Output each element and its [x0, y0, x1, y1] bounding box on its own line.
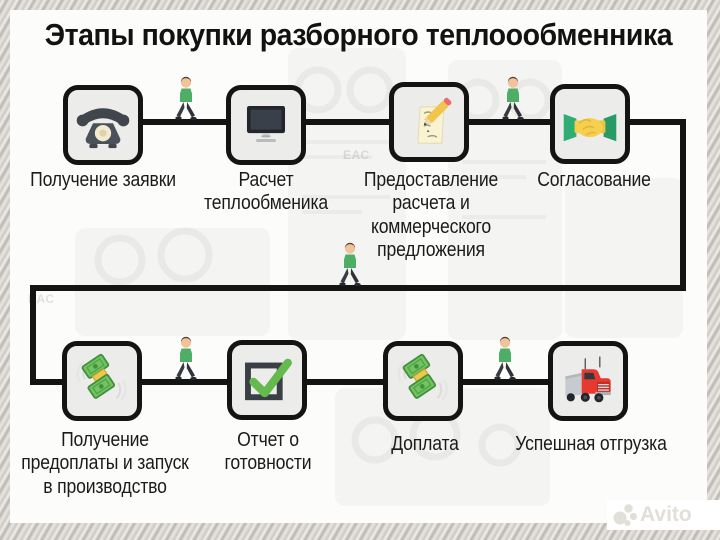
avito-wordmark: Avito	[640, 503, 692, 526]
step-box-4	[550, 84, 630, 164]
truck-icon	[565, 356, 611, 403]
step-box-1	[63, 85, 143, 165]
avito-logo-icon	[613, 504, 638, 526]
flow-line-row2	[30, 379, 590, 385]
money-icon	[397, 353, 448, 401]
walking-person-icon	[175, 76, 197, 121]
step-box-7	[383, 341, 463, 421]
phone-icon	[76, 108, 130, 149]
step-box-6	[227, 340, 307, 420]
money-icon	[76, 353, 127, 401]
walking-person-icon	[502, 76, 524, 121]
ghost-eac-text: ЕАС	[343, 148, 370, 162]
step-label-1: Получение заявки	[30, 169, 176, 191]
avito-watermark: Avito	[607, 500, 720, 530]
step-label-4: Согласование	[537, 169, 651, 191]
handshake-icon	[563, 114, 617, 142]
walking-person-icon	[339, 242, 361, 287]
ghost-photos-layer	[75, 48, 683, 506]
step-label-6: Отчет о готовности	[224, 429, 312, 475]
step-box-2	[226, 85, 306, 165]
memo-pencil-icon	[417, 97, 452, 144]
diagram-title: Этапы покупки разборного теплоообменника	[44, 17, 673, 52]
step-box-8	[548, 341, 628, 421]
step-label-2: Расчет теплообменика	[204, 169, 328, 215]
step-label-5: Получение предоплаты и запуск в производ…	[21, 429, 189, 498]
walking-person-icon	[175, 336, 197, 381]
checkbox-icon	[245, 358, 292, 401]
walking-person-icon	[494, 336, 516, 381]
flow-line-left-down	[30, 285, 36, 385]
flow-line-middle	[30, 285, 686, 291]
step-label-3: Предоставление расчета и коммерческого п…	[363, 169, 499, 262]
flow-line-right-down	[680, 119, 686, 291]
step-box-5	[62, 341, 142, 421]
step-box-3	[389, 82, 469, 162]
step-label-8: Успешная отгрузка	[515, 433, 667, 455]
computer-icon	[246, 105, 286, 142]
step-label-7: Доплата	[391, 433, 459, 455]
